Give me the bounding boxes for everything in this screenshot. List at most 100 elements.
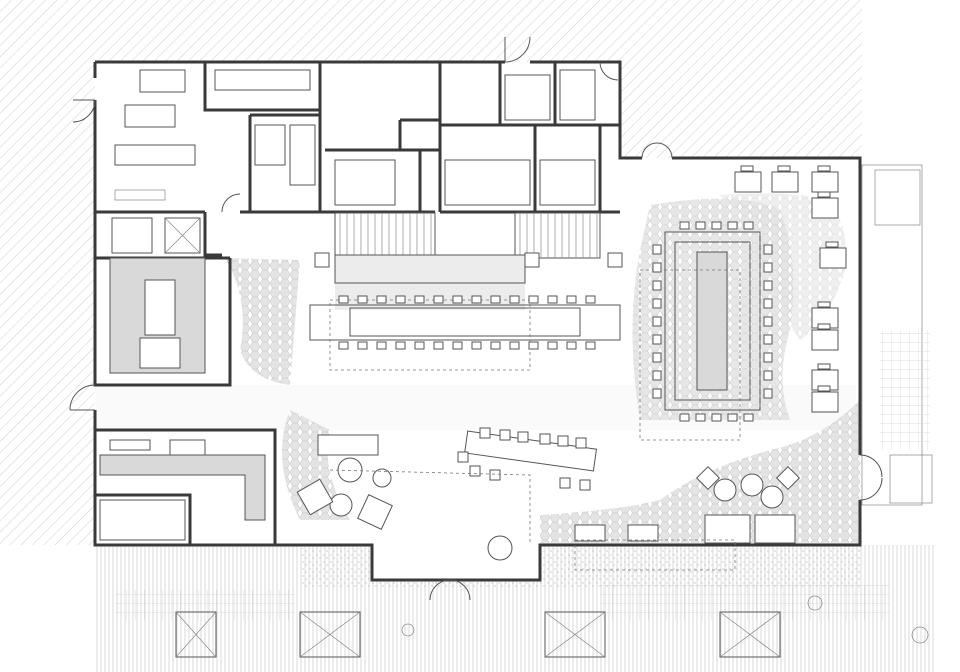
island-stool [763, 280, 773, 291]
dining-table [819, 247, 847, 269]
bar-stool [338, 295, 349, 304]
dining-table [734, 171, 762, 193]
dining-chair [777, 165, 791, 172]
round-table [760, 485, 784, 509]
island-stool [763, 352, 773, 363]
round-table [713, 478, 737, 502]
communal-chair [469, 465, 481, 477]
hex-tile-areas [225, 193, 860, 545]
dining-table [771, 171, 799, 193]
dining-chair [825, 241, 839, 248]
bar-stool [395, 341, 406, 350]
communal-chair [557, 435, 569, 447]
dining-table [811, 391, 839, 413]
island-stool [679, 413, 690, 422]
bar-stool [490, 341, 501, 350]
bar-stool [528, 341, 539, 350]
stairs [334, 212, 601, 259]
communal-chair [579, 479, 591, 491]
island-stool [695, 221, 706, 230]
bar-stool [433, 341, 444, 350]
bar-stool [414, 341, 425, 350]
bar-stool [471, 295, 482, 304]
island-stool [763, 298, 773, 309]
bar-stool [433, 295, 444, 304]
bar-stool [509, 295, 520, 304]
bar-stool [566, 341, 577, 350]
island-stool [652, 316, 662, 327]
interior-walls [93, 62, 620, 545]
island-stool [743, 413, 754, 422]
island-stool [763, 244, 773, 255]
banquette-table [574, 524, 606, 542]
banquette-table [627, 524, 659, 542]
island-stool [695, 413, 706, 422]
bar-stool [566, 295, 577, 304]
lounge [296, 434, 801, 561]
communal-chair [559, 477, 571, 489]
dining-chair [817, 165, 831, 172]
bar-stool [357, 341, 368, 350]
island-stool [763, 370, 773, 381]
island-stool [652, 280, 662, 291]
island-stool [743, 221, 754, 230]
communal-chair [479, 427, 491, 439]
island-stool [727, 221, 738, 230]
island-stool [727, 413, 738, 422]
communal-chair [517, 431, 529, 443]
lounge-chair [775, 465, 801, 491]
dining-chair [817, 191, 831, 198]
dining-chair [817, 323, 831, 330]
office-furniture [114, 69, 596, 206]
bar-stool [338, 341, 349, 350]
central-bar [309, 252, 623, 371]
dining-table [811, 197, 839, 219]
banquette [574, 524, 736, 571]
island-stool [763, 388, 773, 399]
island-stool [763, 262, 773, 273]
island-stool [679, 221, 690, 230]
island-stool [711, 413, 722, 422]
dining-table [811, 329, 839, 351]
kitchen-upper-left [109, 217, 206, 374]
bar-stool [357, 295, 368, 304]
island-bar [639, 221, 773, 441]
bar-stool [490, 295, 501, 304]
island-stool [652, 370, 662, 381]
round-table [740, 473, 764, 497]
bar-stool [509, 341, 520, 350]
communal-chair [489, 469, 501, 481]
dining-chair [817, 301, 831, 308]
communal-chair [499, 429, 511, 441]
bar-stool [414, 295, 425, 304]
island-stool [763, 334, 773, 345]
island-stool [652, 298, 662, 309]
island-stool [652, 244, 662, 255]
dining-chair [817, 385, 831, 392]
bar-stool [452, 295, 463, 304]
bar-stool [585, 341, 596, 350]
communal-chair [539, 433, 551, 445]
island-stool [763, 316, 773, 327]
island-stool [652, 352, 662, 363]
bar-stool [471, 341, 482, 350]
right-dining [704, 165, 847, 544]
communal-table [457, 427, 598, 491]
lounge-chair [695, 465, 721, 491]
bar-stool [547, 341, 558, 350]
dining-table [811, 171, 839, 193]
bar-stool [452, 341, 463, 350]
island-stool [652, 262, 662, 273]
bar-stool [376, 295, 387, 304]
kitchen-lower-left [99, 439, 266, 541]
dining-chair [740, 165, 754, 172]
island-stool [711, 221, 722, 230]
bar-stool [528, 295, 539, 304]
bar-stool [585, 295, 596, 304]
bar-stool [547, 295, 558, 304]
bar-stool [395, 295, 406, 304]
doors [69, 36, 883, 601]
dining-chair [817, 363, 831, 370]
